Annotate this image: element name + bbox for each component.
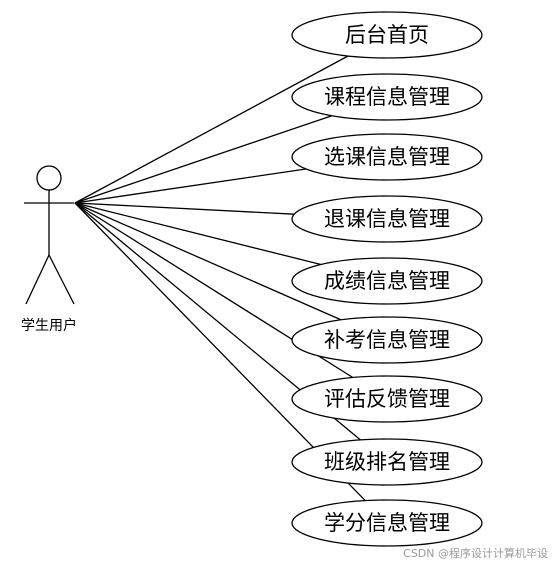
use-case-label: 补考信息管理 [324,328,450,352]
use-cases: 后台首页课程信息管理选课信息管理退课信息管理成绩信息管理补考信息管理评估反馈管理… [291,11,483,547]
association-line [74,115,333,204]
use-case-ellipse [291,73,483,121]
association-line [74,202,322,266]
use-case: 退课信息管理 [291,195,483,243]
actor-right-leg [48,254,75,305]
use-case-ellipse [291,11,483,59]
use-case-label: 学分信息管理 [324,511,450,535]
use-case: 评估反馈管理 [291,375,483,423]
use-case-label: 评估反馈管理 [324,387,450,411]
use-case-ellipse [291,257,483,305]
use-case-ellipse [291,316,483,364]
association-line [74,202,295,215]
association-line [74,55,349,204]
actor-student-user: 学生用户 [21,165,77,334]
use-case-label: 课程信息管理 [324,85,450,109]
use-case: 补考信息管理 [291,316,483,364]
use-case: 后台首页 [291,11,483,59]
association-line [74,202,342,321]
use-case-ellipse [291,438,483,486]
watermark: CSDN @程序设计计算机毕设 [403,546,548,560]
actor-left-leg [25,254,50,305]
use-case-ellipse [291,133,483,181]
use-case-ellipse [291,499,483,547]
use-case-label: 成绩信息管理 [324,269,450,293]
use-case: 课程信息管理 [291,73,483,121]
use-case: 选课信息管理 [291,133,483,181]
use-case-label: 后台首页 [345,23,429,47]
actor-head [36,165,62,191]
association-line [74,168,306,204]
use-case: 学分信息管理 [291,499,483,547]
use-case-ellipse [291,195,483,243]
use-case: 班级排名管理 [291,438,483,486]
use-case-label: 选课信息管理 [324,145,450,169]
use-case: 成绩信息管理 [291,257,483,305]
use-case-label: 班级排名管理 [324,450,450,474]
use-case-ellipse [291,375,483,423]
actor-label: 学生用户 [21,317,77,334]
use-case-label: 退课信息管理 [324,207,450,231]
